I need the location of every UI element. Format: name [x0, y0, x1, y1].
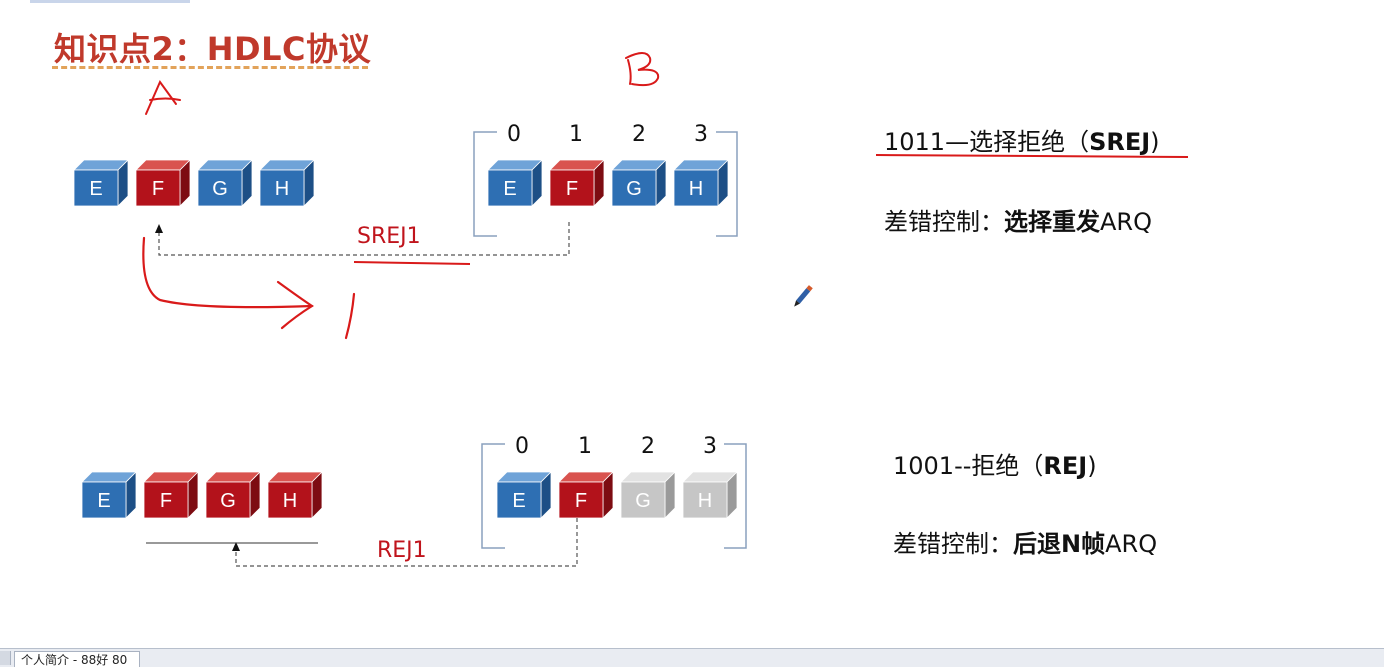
- srej-label: SREJ1: [357, 224, 421, 249]
- top-strip: [30, 0, 190, 3]
- rej-code-prefix: 1001--拒绝（: [893, 452, 1044, 480]
- rej-window-index-2: 2: [641, 434, 655, 459]
- rej-sender-frame-0-letter: E: [97, 490, 110, 512]
- rej-sender-frame-1: F: [143, 471, 199, 519]
- title-underline: [52, 66, 368, 69]
- srej-sender-frame-0: E: [73, 159, 129, 207]
- srej-window-index-2: 2: [632, 122, 646, 147]
- handwritten-one-stroke: [344, 292, 356, 340]
- handwritten-curved-arrow: [142, 236, 315, 330]
- rej-sender-frame-0: E: [81, 471, 137, 519]
- rej-sender-frame-3: H: [267, 471, 323, 519]
- srej-feedback-line: [158, 222, 570, 256]
- srej-control-bold: 选择重发: [1004, 208, 1100, 236]
- rej-window-index-0: 0: [515, 434, 529, 459]
- srej-receiver-frame-2: G: [611, 159, 667, 207]
- rej-control-text: 差错控制：后退N帧ARQ: [893, 524, 1157, 559]
- rej-receiver-frame-2-letter: G: [635, 490, 651, 512]
- srej-receiver-frame-1-letter: F: [566, 178, 578, 200]
- rej-window-right-bracket: [724, 443, 747, 549]
- srej-code-suffix: ): [1150, 128, 1160, 156]
- rej-sender-frame-3-letter: H: [283, 490, 297, 512]
- rej-code-bold: REJ: [1043, 452, 1088, 480]
- rej-window-index-3: 3: [703, 434, 717, 459]
- slide-title: 知识点2：HDLC协议: [54, 30, 371, 68]
- taskbar-tab[interactable]: 个人简介 - 88好 80: [14, 651, 140, 667]
- rej-sender-frame-2-letter: G: [220, 490, 236, 512]
- srej-control-prefix: 差错控制：: [884, 208, 1004, 236]
- rej-receiver-frame-1: F: [558, 471, 614, 519]
- rej-code-suffix: ): [1087, 452, 1097, 480]
- handwritten-a: [145, 80, 181, 115]
- srej-code-prefix: 1011—选择拒绝（: [884, 128, 1090, 156]
- srej-receiver-frame-3-letter: H: [689, 178, 703, 200]
- rej-receiver-frame-0-letter: E: [512, 490, 525, 512]
- srej-sender-frame-0-letter: E: [89, 178, 102, 200]
- rej-feedback-line: [235, 518, 578, 567]
- srej-code-underline: [875, 154, 1189, 158]
- taskbar: 个人简介 - 88好 80: [0, 648, 1384, 667]
- rej-code-text: 1001--拒绝（REJ): [893, 446, 1097, 481]
- srej-code-bold: SREJ: [1089, 128, 1151, 156]
- rej-receiver-frame-1-letter: F: [575, 490, 587, 512]
- srej-sender-frame-1-letter: F: [152, 178, 164, 200]
- srej-sender-frame-2-letter: G: [212, 178, 228, 200]
- slide-canvas: 知识点2：HDLC协议 0 1 2 3 SREJ1 1011—选择拒绝（SREJ…: [30, 0, 1189, 567]
- srej-sender-frame-3: H: [259, 159, 315, 207]
- srej-sender-frame-1: F: [135, 159, 191, 207]
- rej-control-prefix: 差错控制：: [893, 530, 1013, 558]
- rej-label: REJ1: [377, 538, 427, 563]
- rej-sender-frame-1-letter: F: [160, 490, 172, 512]
- srej-window-left-bracket: [473, 131, 497, 237]
- rej-receiver-frame-3: H: [682, 471, 738, 519]
- srej-receiver-frame-2-letter: G: [626, 178, 642, 200]
- rej-receiver-frame-3-letter: H: [698, 490, 712, 512]
- srej-code-text: 1011—选择拒绝（SREJ): [884, 122, 1160, 157]
- srej-arrowhead-icon: [155, 224, 163, 233]
- srej-window-index-3: 3: [694, 122, 708, 147]
- srej-sender-frame-2: G: [197, 159, 253, 207]
- rej-control-bold: 后退N帧: [1013, 530, 1106, 558]
- srej-window-index-0: 0: [507, 122, 521, 147]
- srej-receiver-frame-3: H: [673, 159, 729, 207]
- srej-receiver-frame-1: F: [549, 159, 605, 207]
- rej-control-suffix: ARQ: [1105, 530, 1158, 558]
- rej-window-index-1: 1: [578, 434, 592, 459]
- srej-control-suffix: ARQ: [1100, 208, 1152, 236]
- srej-sender-frame-3-letter: H: [275, 178, 289, 200]
- rej-window-left-bracket: [481, 443, 505, 549]
- handwritten-b: [625, 52, 660, 87]
- frame-cubes-layer: E F G H E F G H E F G H E F G H: [73, 159, 738, 519]
- pen-cursor-icon: [794, 285, 813, 307]
- rej-receiver-frame-0: E: [496, 471, 552, 519]
- srej-window-index-1: 1: [569, 122, 583, 147]
- rej-arrowhead-icon: [232, 542, 240, 551]
- srej-label-underline: [353, 261, 471, 265]
- rej-receiver-frame-2: G: [620, 471, 676, 519]
- srej-control-text: 差错控制：选择重发ARQ: [884, 202, 1152, 237]
- srej-window-right-bracket: [716, 131, 738, 237]
- rej-sender-frame-2: G: [205, 471, 261, 519]
- srej-receiver-frame-0: E: [487, 159, 543, 207]
- taskbar-scroll-button[interactable]: [0, 651, 11, 665]
- srej-receiver-frame-0-letter: E: [503, 178, 516, 200]
